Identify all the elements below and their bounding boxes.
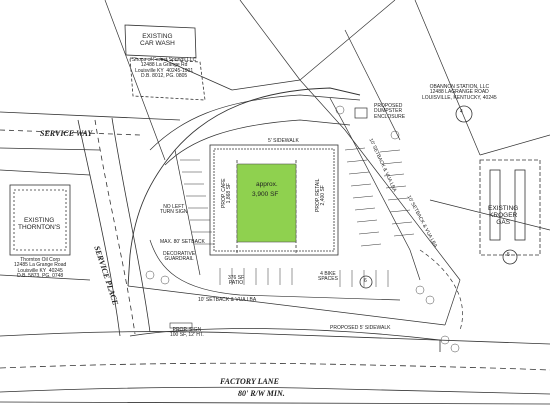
prop-retail: PROP. RETAIL 2,400 SF bbox=[315, 178, 327, 212]
kroger-arc bbox=[419, 249, 463, 331]
service-place-road bbox=[77, 117, 151, 337]
approx-line1: approx. bbox=[256, 181, 278, 188]
sidewalk-bottom: PROPOSED 5' SIDEWALK bbox=[330, 325, 391, 331]
approx-line2: 3,900 SF bbox=[252, 191, 279, 198]
prop-sign-box bbox=[169, 322, 193, 329]
thorntons-owner: Thornton Oil Corp 12485 La Grange Road L… bbox=[14, 257, 67, 279]
bike-spaces: 4 BIKE SPACES bbox=[318, 271, 338, 283]
sign-curve bbox=[129, 328, 441, 352]
parking-stalls-right bbox=[344, 147, 415, 247]
dumpster-enclosure bbox=[354, 107, 368, 119]
lot-4-label: 4 bbox=[460, 109, 463, 115]
patio-label: 376 SF PATIO bbox=[228, 275, 245, 287]
dumpster-label: PROPOSED DUMPSTER ENCLOSURE bbox=[374, 103, 406, 120]
building-footprint bbox=[236, 163, 297, 243]
obannon-owner: OBANNON STATION, LLC 12488 LAGRANGE ROAD… bbox=[422, 84, 497, 101]
prop-sign: PROP. SIGN 100 SF, 12' HT. bbox=[170, 327, 204, 339]
factory-lane-label: FACTORY LANE bbox=[220, 377, 279, 386]
car-wash-building bbox=[124, 24, 206, 101]
service-way-road bbox=[0, 111, 181, 151]
setback-vua-bottom: 10' SETBACK & VUA LBA bbox=[198, 297, 257, 303]
lot-5-label: 5 bbox=[507, 252, 510, 258]
mail-setback: MAX. 80' SETBACK bbox=[160, 239, 205, 245]
thorntons-title: EXISTING THORNTON'S bbox=[18, 217, 61, 231]
carwash-owner: Shops of Forest Springs LLC 12488 La Gra… bbox=[132, 57, 197, 79]
lot-4-marker bbox=[455, 105, 473, 123]
parking-stalls-left bbox=[180, 159, 214, 245]
row-label: 80' R/W MIN. bbox=[238, 389, 285, 398]
sidewalk-top: 5' SIDEWALK bbox=[268, 138, 299, 144]
kroger-title: EXISTING KROGER GAS bbox=[488, 205, 519, 226]
thorntons-building bbox=[0, 169, 91, 281]
trees bbox=[145, 105, 460, 353]
decorative-guardrail: DECORATIVE GUARDRAIL bbox=[163, 251, 196, 263]
parking-stalls-bottom bbox=[219, 268, 389, 287]
carwash-title: EXISTING CAR WASH bbox=[140, 33, 175, 47]
drive-aisles bbox=[149, 94, 421, 301]
factory-lane-road bbox=[0, 331, 550, 405]
lot-6-marker bbox=[359, 275, 373, 289]
kroger-canopy bbox=[479, 159, 541, 265]
prop-cafe: PROP. CAFE 1,868 SF bbox=[221, 178, 233, 208]
outer-loop bbox=[127, 87, 361, 287]
no-left-turn: NO LEFT TURN SIGN bbox=[160, 204, 188, 216]
service-way-label: SERVICE WAY bbox=[40, 129, 93, 138]
lot-6-label: 6 bbox=[364, 278, 367, 284]
